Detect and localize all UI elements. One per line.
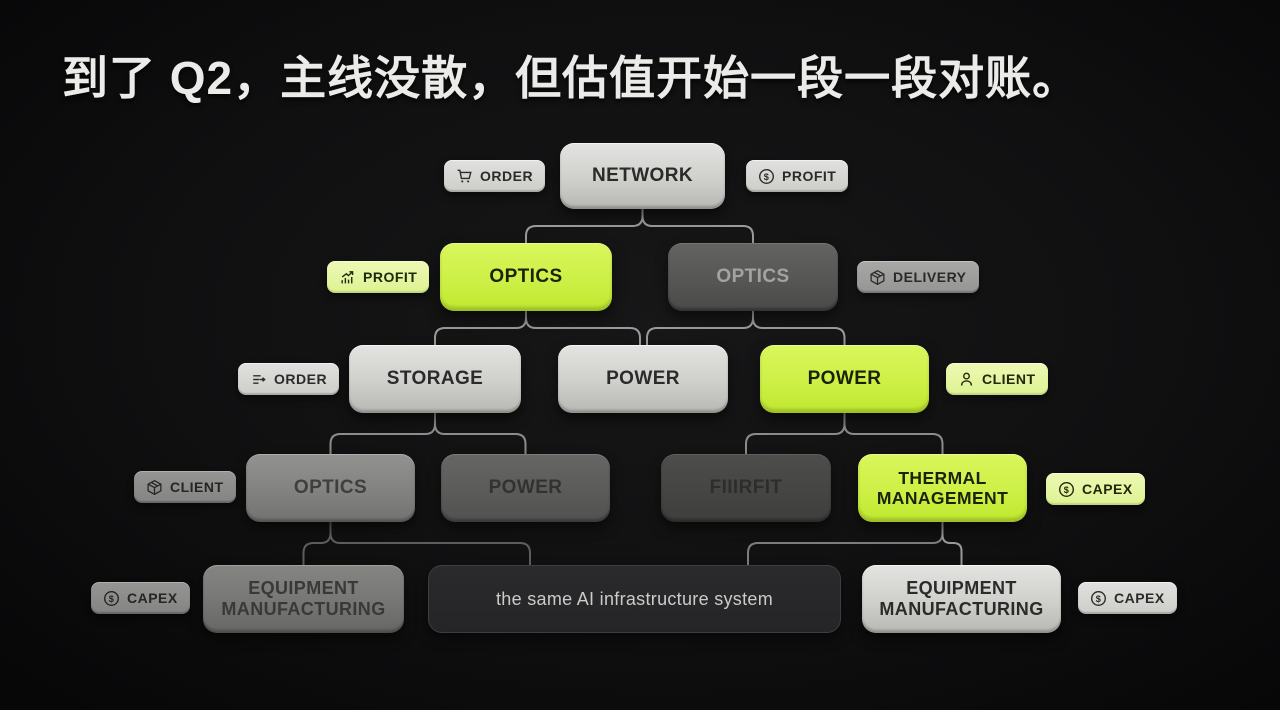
- package-icon: [147, 479, 162, 495]
- node-network: NETWORK: [560, 143, 725, 209]
- node-fiiirfit: FIIIRFIT: [661, 454, 831, 522]
- chart-up-icon: [341, 270, 354, 283]
- badge-label: CAPEX: [1082, 481, 1133, 497]
- capex-badge-left: $ CAPEX: [91, 582, 190, 614]
- profit-badge-top: $ PROFIT: [746, 160, 849, 192]
- delivery-badge: DELIVERY: [857, 261, 979, 293]
- cart-icon: [457, 169, 472, 182]
- person-icon: [960, 372, 973, 386]
- svg-text:$: $: [1096, 593, 1102, 603]
- package-icon: [870, 269, 885, 285]
- node-power-center: POWER: [558, 345, 728, 413]
- badge-label: ORDER: [480, 168, 534, 184]
- node-power-highlight: POWER: [760, 345, 929, 413]
- badge-label: CLIENT: [982, 371, 1036, 387]
- node-thermal-management: THERMAL MANAGEMENT: [858, 454, 1027, 522]
- client-badge-right: CLIENT: [946, 363, 1048, 395]
- client-badge-left: CLIENT: [134, 471, 236, 503]
- node-equipment-manufacturing-left: EQUIPMENT MANUFACTURING: [203, 565, 404, 633]
- node-equipment-manufacturing-right: EQUIPMENT MANUFACTURING: [862, 565, 1061, 633]
- badge-label: ORDER: [274, 371, 328, 387]
- badge-label: PROFIT: [363, 269, 418, 285]
- svg-text:$: $: [1064, 484, 1070, 494]
- dollar-circle-icon: $: [1091, 590, 1106, 606]
- node-power-row4: POWER: [441, 454, 610, 522]
- profit-badge-left: PROFIT: [327, 261, 430, 293]
- svg-text:$: $: [109, 593, 115, 603]
- dollar-circle-icon: $: [104, 590, 119, 606]
- slide-title: 到了 Q2，主线没散，但估值开始一段一段对账。: [62, 52, 1080, 104]
- badge-label: CLIENT: [170, 479, 224, 495]
- node-optics-highlight: OPTICS: [440, 243, 612, 311]
- node-optics-row4: OPTICS: [246, 454, 415, 522]
- node-optics-gray: OPTICS: [668, 243, 838, 311]
- node-storage: STORAGE: [349, 345, 521, 413]
- capex-badge-right: $ CAPEX: [1078, 582, 1177, 614]
- capex-badge-mid: $ CAPEX: [1046, 473, 1145, 505]
- badge-label: PROFIT: [782, 168, 837, 184]
- svg-text:$: $: [764, 171, 770, 181]
- dollar-circle-icon: $: [759, 168, 774, 184]
- order-badge-left: ORDER: [238, 363, 340, 395]
- badge-label: CAPEX: [127, 590, 178, 606]
- dollar-circle-icon: $: [1059, 481, 1074, 497]
- order-badge-top: ORDER: [444, 160, 546, 192]
- badge-label: DELIVERY: [893, 269, 967, 285]
- list-arrow-icon: [253, 374, 266, 384]
- badge-label: CAPEX: [1114, 590, 1165, 606]
- node-ai-infrastructure-system: the same AI infrastructure system: [428, 565, 841, 633]
